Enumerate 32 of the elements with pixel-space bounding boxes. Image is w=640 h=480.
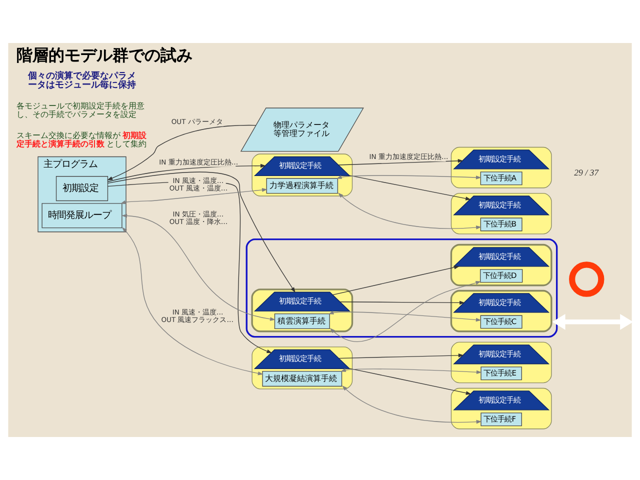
cluster (450, 290, 552, 332)
arrow (340, 300, 465, 305)
label: 各モジュールで初期設定手続を用意し、その手続でパラメータを設定 (16, 100, 145, 120)
arrow (349, 175, 472, 200)
arrow (107, 172, 296, 293)
arrow (552, 314, 632, 330)
arrow (122, 214, 276, 321)
arrow (340, 368, 482, 374)
label: スキーム交換に必要な情報が初期設定手続と演算手続の引数として集約 (16, 130, 147, 148)
node-box: 大規模凝結演算手続 (262, 371, 342, 387)
arrow (328, 310, 482, 322)
arrow (332, 266, 460, 296)
arrow (336, 175, 482, 180)
arrow (338, 192, 482, 230)
arrow (342, 386, 482, 424)
label: 個々の演算で必要なパラメータはモジュール毎に保持 (28, 71, 136, 90)
cluster (246, 238, 558, 338)
arrow (107, 124, 256, 180)
label: 29 / 37 (574, 167, 599, 178)
node-box: 時間発展ループ (42, 203, 122, 228)
node-circle (569, 262, 604, 297)
arrow (338, 159, 464, 166)
arrow (107, 164, 266, 182)
node-box: 力学過程演算手続 (266, 178, 338, 194)
node-box: 積雲演算手続 (274, 313, 330, 330)
arrow (330, 281, 482, 342)
arrow (338, 354, 464, 359)
node-box: 初期設定 (56, 176, 108, 202)
arrow (349, 368, 472, 395)
diagram-title: 階層的モデル群での試み (16, 46, 192, 65)
arrow (120, 188, 268, 204)
arrow (122, 227, 264, 376)
